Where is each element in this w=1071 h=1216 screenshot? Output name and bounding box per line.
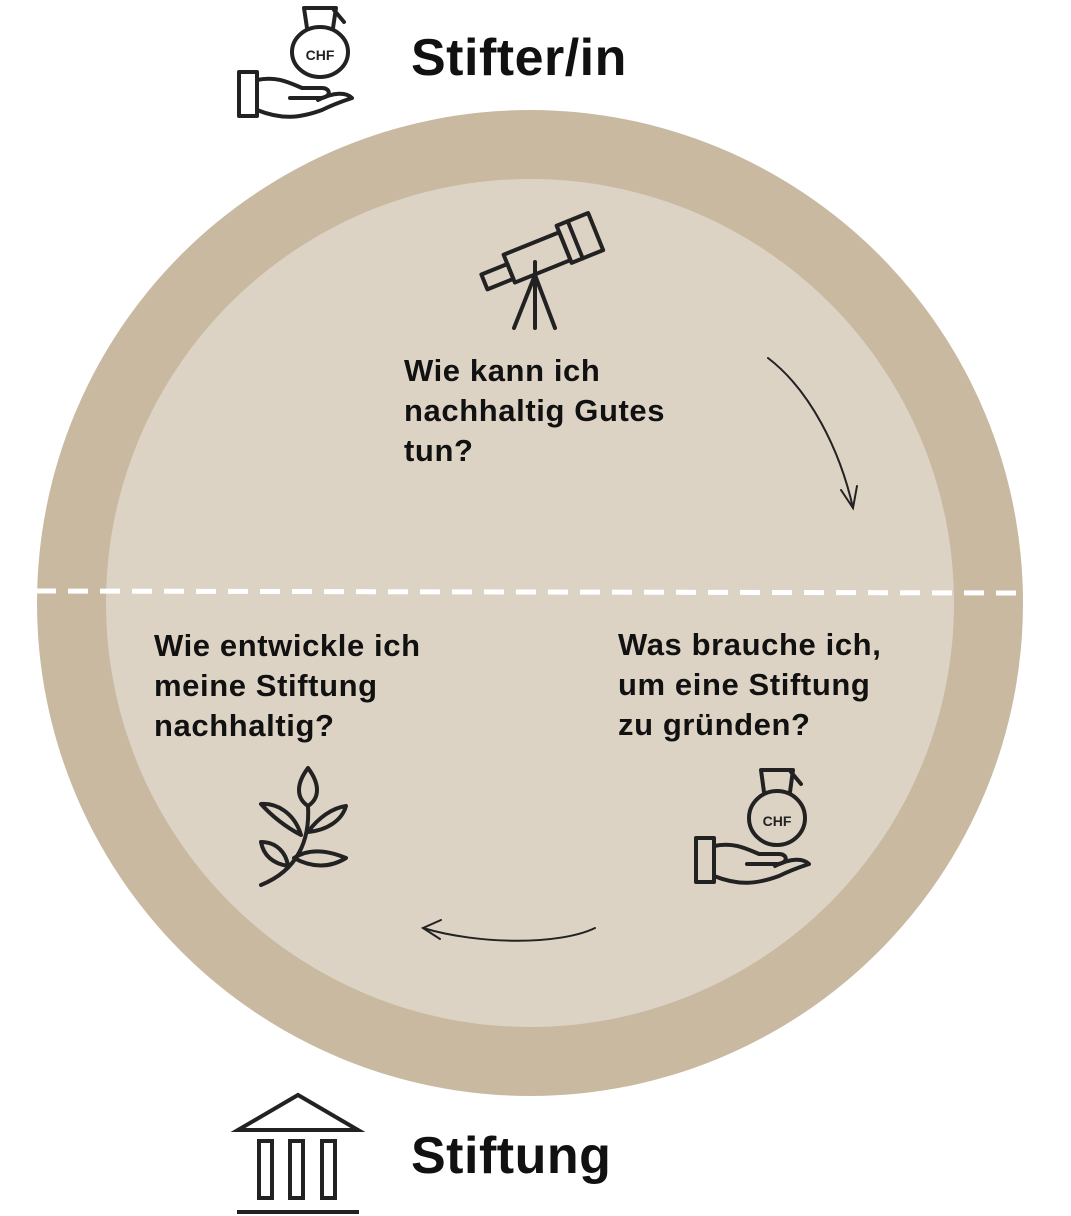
arrow-clockwise-bottom (420, 919, 596, 942)
question-top: Wie kann ich nachhaltig Gutes tun? (404, 351, 665, 471)
question-line: tun? (404, 433, 474, 468)
question-line: Was brauche ich, (618, 627, 882, 662)
inner-circle (106, 179, 954, 1027)
telescope-icon (479, 211, 606, 330)
divider-line (35, 588, 1025, 596)
question-line: Wie entwickle ich (154, 628, 421, 663)
question-line: um eine Stiftung (618, 667, 871, 702)
top-title: Stifter/in (411, 29, 627, 87)
question-right: Was brauche ich, um eine Stiftung zu grü… (618, 625, 881, 745)
arrow-clockwise-right (767, 357, 858, 511)
bottom-title: Stiftung (411, 1127, 612, 1185)
question-line: zu gründen? (618, 707, 811, 742)
currency-label: CHF (306, 47, 335, 63)
hand-money-bag-icon: CHF (694, 768, 811, 885)
plant-icon (259, 766, 348, 887)
question-line: nachhaltig Gutes (404, 393, 666, 428)
question-line: nachhaltig? (154, 708, 335, 743)
currency-label: CHF (763, 813, 792, 829)
question-line: meine Stiftung (154, 668, 378, 703)
building-icon (230, 1092, 366, 1214)
question-left: Wie entwickle ich meine Stiftung nachhal… (154, 626, 421, 746)
question-line: Wie kann ich (404, 353, 601, 388)
hand-money-bag-icon: CHF (237, 6, 354, 119)
